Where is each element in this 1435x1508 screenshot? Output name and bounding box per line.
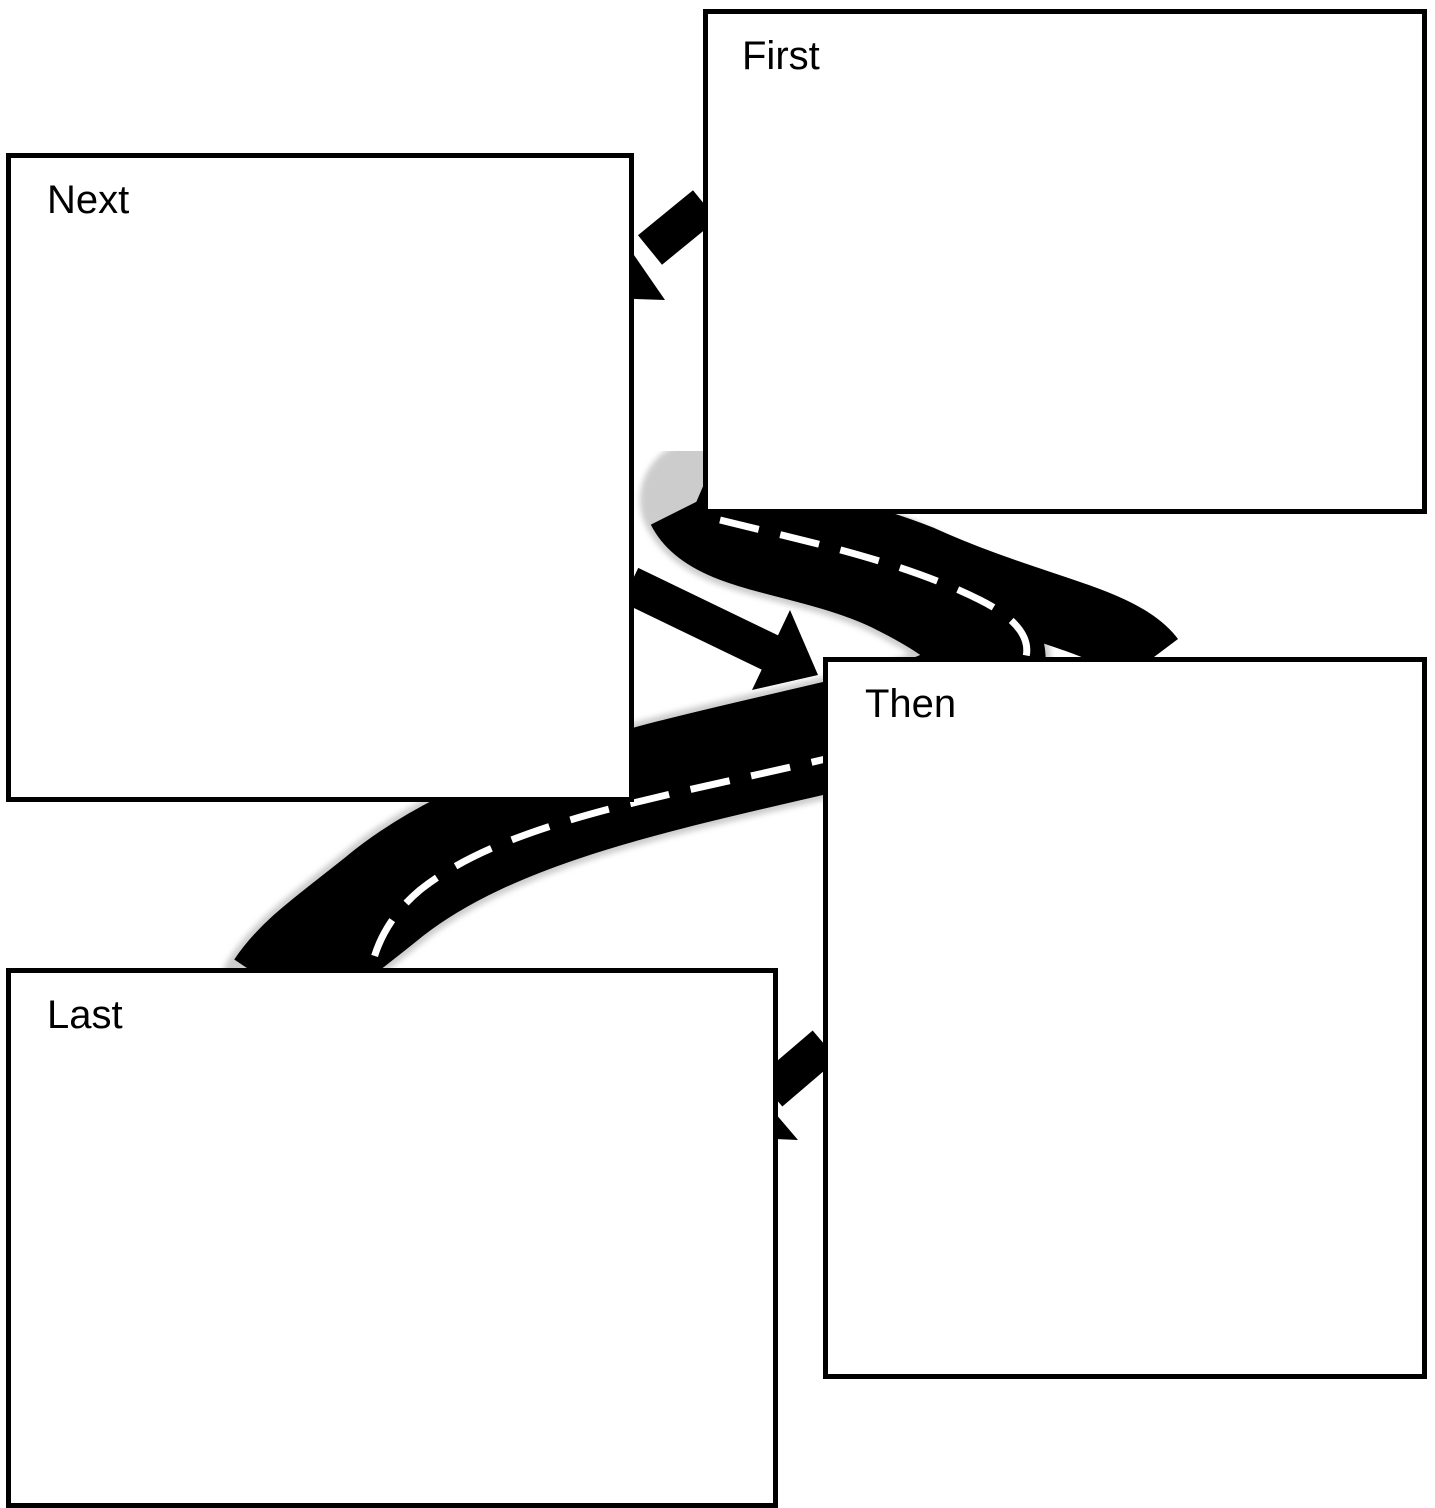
box-next-label: Next	[47, 178, 130, 222]
box-last-label: Last	[47, 993, 123, 1037]
box-then: Then	[823, 657, 1427, 1379]
box-first: First	[703, 9, 1427, 514]
box-next: Next	[6, 153, 634, 802]
arrow-next-to-then	[621, 567, 818, 690]
box-then-label: Then	[865, 682, 957, 726]
box-first-label: First	[742, 34, 820, 78]
road-upper-edge	[681, 472, 1178, 683]
box-last: Last	[6, 968, 778, 1508]
